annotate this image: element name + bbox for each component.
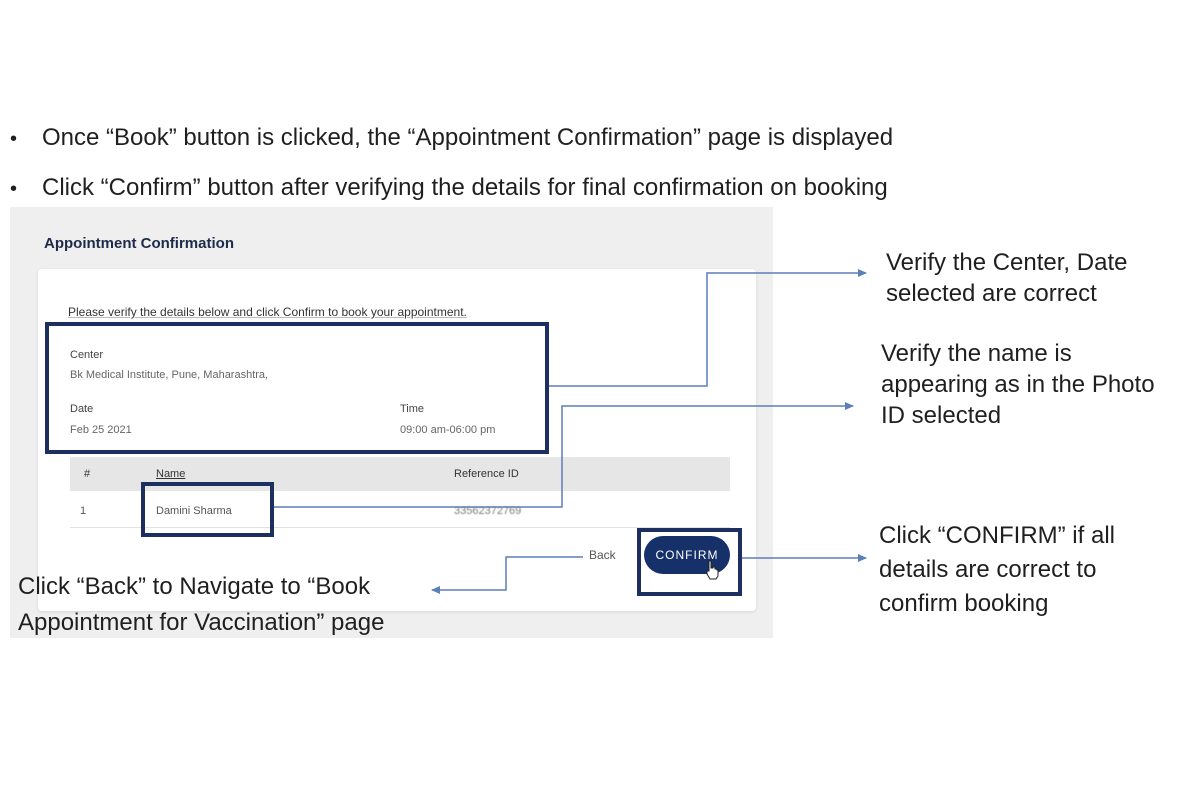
table-row: 1 Damini Sharma 33562372769 [70,491,730,528]
callout-confirm: Click “CONFIRM” if all details are corre… [879,519,1115,621]
center-date-highlight [45,322,549,454]
row-number: 1 [80,505,87,517]
column-header: # [84,468,91,480]
callout-name: Verify the name is appearing as in the P… [881,338,1155,431]
callout-center-date: Verify the Center, Date selected are cor… [886,247,1127,309]
back-button[interactable]: Back [589,548,616,562]
instruction-text: Once “Book” button is clicked, the “Appo… [42,124,894,151]
confirm-button[interactable]: CONFIRM [644,536,730,574]
beneficiary-name: Damini Sharma [156,505,232,517]
column-header: Name [156,468,186,480]
bullet-icon: • [10,178,18,200]
callout-line: Click “Back” to Navigate to “Book [18,573,371,600]
date-label: Date [70,403,94,415]
center-label: Center [70,349,104,361]
callout-line: Click “CONFIRM” if all [879,522,1115,549]
callout-line: Verify the Center, Date [886,249,1128,276]
page-title: Appointment Confirmation [44,235,234,252]
verify-instruction: Please verify the details below and clic… [68,305,467,319]
callout-line: appearing as in the Photo [881,371,1155,398]
callout-line: confirm booking [879,590,1049,617]
callout-line: selected are correct [886,280,1097,307]
cursor-hand-icon [706,560,719,580]
callout-line: Appointment for Vaccination” page [18,609,385,636]
name-highlight [141,482,274,537]
bullet-icon: • [10,128,18,150]
callout-line: details are correct to [879,556,1097,583]
callout-line: ID selected [881,402,1002,429]
instruction-text: Click “Confirm” button after verifying t… [42,174,888,201]
center-value: Bk Medical Institute, Pune, Maharashtra, [70,369,269,381]
callout-line: Verify the name is [881,340,1072,367]
callout-back: Click “Back” to Navigate to “Book Appoin… [18,569,384,641]
column-header: Reference ID [454,468,519,480]
instruction-item: • Once “Book” button is clicked, the “App… [10,123,893,154]
date-value: Feb 25 2021 [70,424,132,436]
confirm-highlight [637,528,742,596]
reference-id: 33562372769 [454,505,526,517]
instruction-item: • Click “Confirm” button after verifying … [10,173,888,204]
